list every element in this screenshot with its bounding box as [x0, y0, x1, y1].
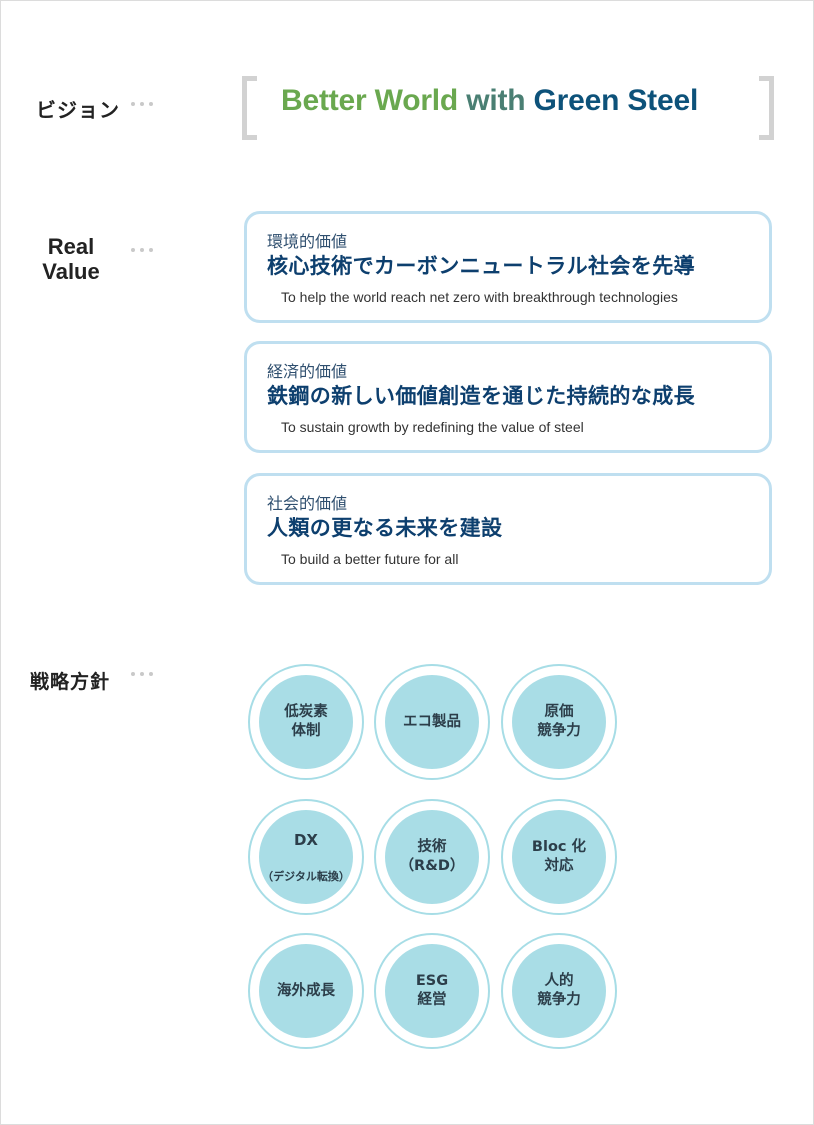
vision-dots — [131, 102, 153, 106]
real-value-dots — [131, 248, 153, 252]
circle-label: エコ製品 — [403, 713, 461, 730]
circle-label: 海外成長 — [277, 982, 335, 999]
right-bracket — [759, 76, 774, 140]
card-english: To build a better future for all — [281, 551, 459, 567]
vision-label: ビジョン — [36, 98, 120, 122]
slogan-part-1: Better World — [281, 84, 459, 117]
strategy-circle-technology: 技術 （R&D） — [374, 799, 490, 915]
vision-slogan: Better World with Green Steel — [281, 84, 698, 118]
card-title: 核心技術でカーボンニュートラル社会を先導 — [267, 254, 695, 278]
circle-main-label: DX — [293, 831, 319, 849]
strategy-circle-cost-competitiveness: 原価 競争力 — [501, 664, 617, 780]
card-english: To help the world reach net zero with br… — [281, 289, 678, 305]
circle-label: 原価 競争力 — [537, 704, 581, 739]
circle-label: 技術 （R&D） — [399, 839, 465, 874]
value-card-environment: 環境的価値 核心技術でカーボンニュートラル社会を先導 To help the w… — [244, 211, 772, 323]
strategy-circle-bloc: Bloc 化 対応 — [501, 799, 617, 915]
card-title: 鉄鋼の新しい価値創造を通じた持続的な成長 — [267, 384, 695, 408]
slogan-part-2: with — [466, 84, 526, 117]
circle-label: 低炭素 体制 — [284, 704, 328, 739]
circle-sub-label: （デジタル転換） — [262, 870, 350, 883]
card-category: 経済的価値 — [267, 362, 348, 381]
card-title: 人類の更なる未来を建設 — [267, 516, 503, 540]
value-card-social: 社会的価値 人類の更なる未来を建設 To build a better futu… — [244, 473, 772, 585]
real-value-label: Real Value — [42, 234, 100, 284]
strategy-circle-low-carbon: 低炭素 体制 — [248, 664, 364, 780]
slogan-part-3: Green Steel — [533, 84, 699, 117]
card-category: 環境的価値 — [267, 232, 348, 251]
strategy-circle-overseas-growth: 海外成長 — [248, 933, 364, 1049]
card-english: To sustain growth by redefining the valu… — [281, 419, 584, 435]
circle-label: 人的 競争力 — [537, 973, 581, 1008]
circle-label: ESG 経営 — [415, 973, 449, 1008]
card-category: 社会的価値 — [267, 494, 348, 513]
strategy-dots — [131, 672, 153, 676]
strategy-circle-human-competitiveness: 人的 競争力 — [501, 933, 617, 1049]
strategy-circle-eco-products: エコ製品 — [374, 664, 490, 780]
strategy-label: 戦略方針 — [30, 671, 111, 693]
value-card-economic: 経済的価値 鉄鋼の新しい価値創造を通じた持続的な成長 To sustain gr… — [244, 341, 772, 453]
left-bracket — [242, 76, 257, 140]
strategy-circle-esg: ESG 経営 — [374, 933, 490, 1049]
circle-label: DX （デジタル転換） — [262, 811, 350, 903]
circle-label: Bloc 化 対応 — [531, 839, 587, 874]
strategy-circle-dx: DX （デジタル転換） — [248, 799, 364, 915]
